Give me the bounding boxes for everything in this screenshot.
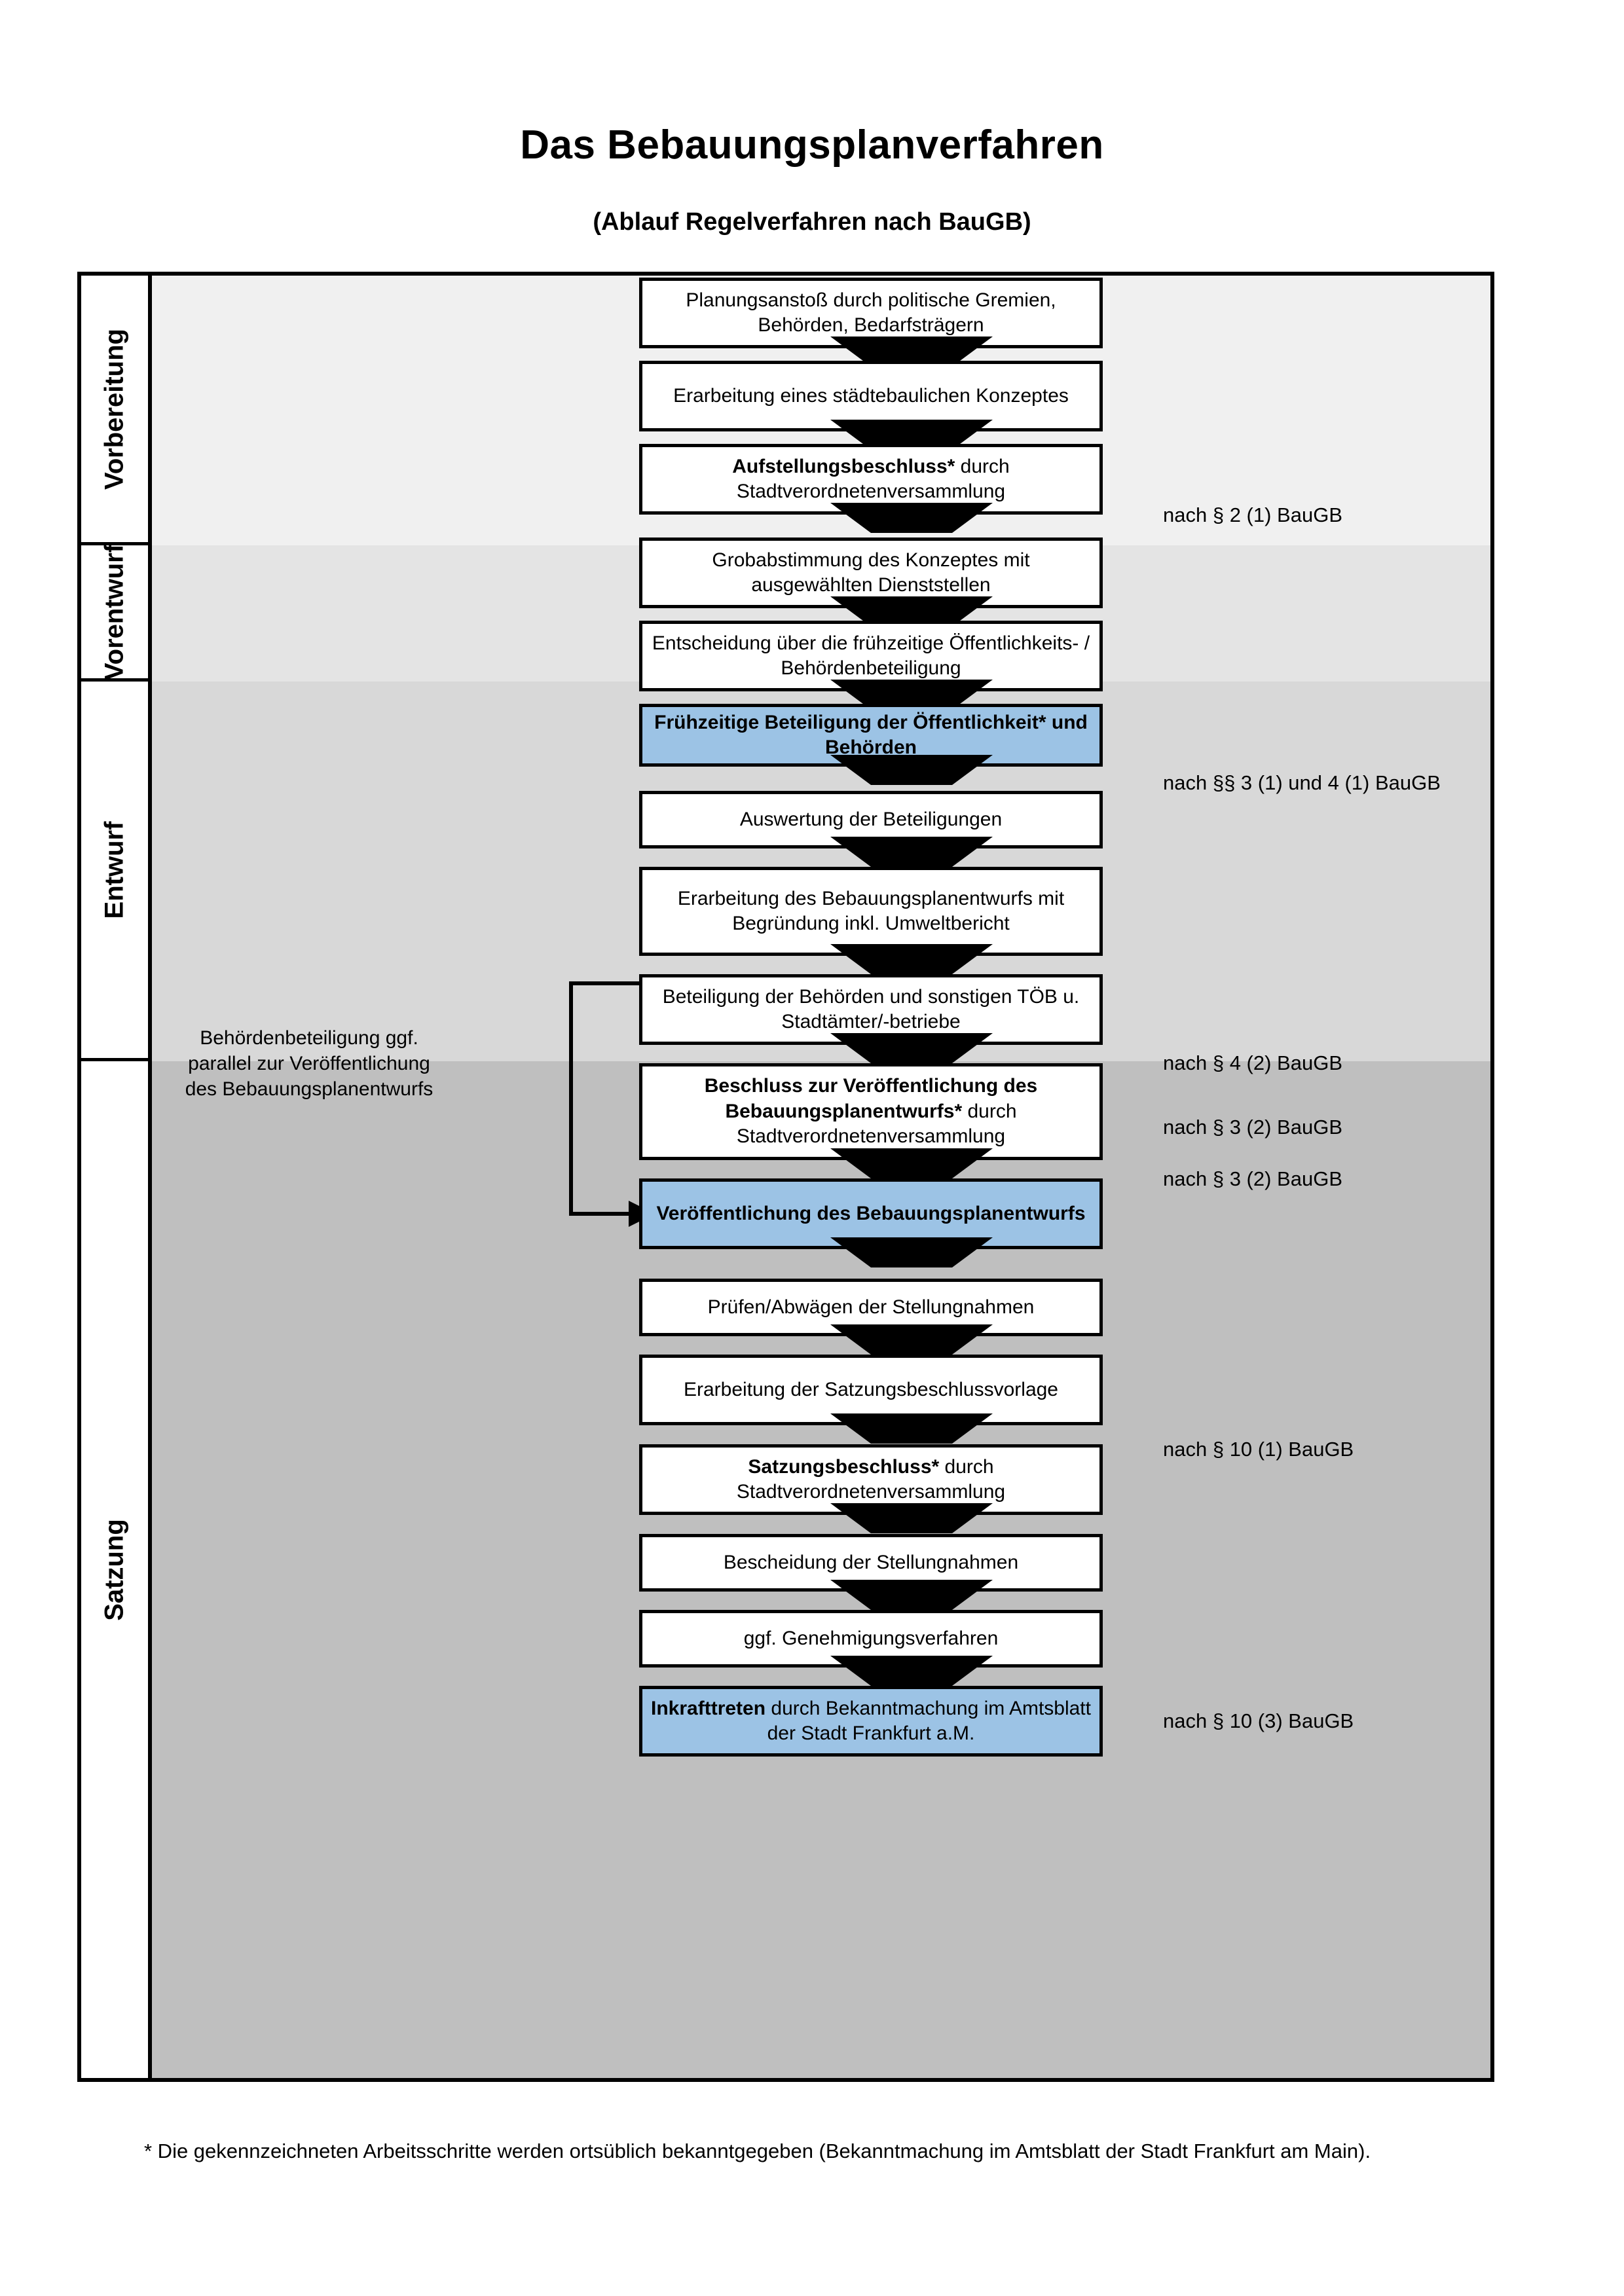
phase-cell-entwurf: Entwurf <box>81 682 148 1061</box>
flow-box-normal-text: Bescheidung der Stellungnahmen <box>723 1551 1019 1573</box>
flow-box-normal-text: Entscheidung über die frühzeitige Öffent… <box>652 632 1090 679</box>
flow-box-text: Frühzeitige Beteiligung der Öffentlichke… <box>649 710 1093 761</box>
flow-box-normal-text: Grobabstimmung des Konzeptes mit ausgewä… <box>712 549 1030 596</box>
flow-arrow-down-2 <box>830 503 993 533</box>
flow-box-inkrafttreten[interactable]: Inkrafttreten durch Bekanntmachung im Am… <box>639 1686 1103 1757</box>
phase-cell-vorentwurf: Vorentwurf <box>81 543 148 682</box>
phase-label-entwurf: Entwurf <box>100 821 129 919</box>
flow-box-text: Erarbeitung eines städtebaulichen Konzep… <box>673 384 1069 409</box>
flow-box-beteiligung-behoerden[interactable]: Beteiligung der Behörden und sonstigen T… <box>639 974 1103 1045</box>
flow-box-bold-text: Veröffentlichung des Bebauungsplanentwur… <box>656 1202 1086 1224</box>
phase-label-vorentwurf: Vorentwurf <box>100 543 129 680</box>
flow-box-text: Entscheidung über die frühzeitige Öffent… <box>649 631 1093 682</box>
flow-box-normal-text: Planungsanstoß durch politische Gremien,… <box>686 289 1056 336</box>
side-note-behoerdenbeteiligung: Behördenbeteiligung ggf. parallel zur Ve… <box>185 1027 434 1100</box>
legal-reference-ref-par4-2: nach § 4 (2) BauGB <box>1163 1051 1342 1074</box>
flow-box-erarbeitung-entwurf[interactable]: Erarbeitung des Bebauungsplanentwurfs mi… <box>639 867 1103 956</box>
page-subtitle: (Ablauf Regelverfahren nach BauGB) <box>593 208 1031 236</box>
flow-box-bescheidung[interactable]: Bescheidung der Stellungnahmen <box>639 1534 1103 1592</box>
flow-arrow-down-8 <box>830 1033 993 1063</box>
flow-arrow-down-6 <box>830 837 993 867</box>
flow-arrow-down-15 <box>830 1656 993 1686</box>
flow-arrow-down-7 <box>830 944 993 974</box>
phase-bands-container: Behördenbeteiligung ggf. parallel zur Ve… <box>152 276 1490 2078</box>
flow-box-text: Auswertung der Beteiligungen <box>740 807 1002 832</box>
flow-box-normal-text: ggf. Genehmigungsverfahren <box>743 1627 999 1649</box>
flow-box-text: Veröffentlichung des Bebauungsplanentwur… <box>656 1201 1085 1226</box>
flow-box-fruehzeitige-beteiligung[interactable]: Frühzeitige Beteiligung der Öffentlichke… <box>639 704 1103 767</box>
flow-box-normal-text: Erarbeitung eines städtebaulichen Konzep… <box>673 384 1069 407</box>
flow-box-text: Grobabstimmung des Konzeptes mit ausgewä… <box>649 548 1093 598</box>
flow-box-bold-text: Aufstellungsbeschluss* <box>732 455 955 477</box>
flow-box-beschluss-veroeffentlichung[interactable]: Beschluss zur Veröffentlichung des Bebau… <box>639 1063 1103 1160</box>
flow-box-normal-text: Auswertung der Beteiligungen <box>739 808 1003 830</box>
flow-box-normal-text: Beteiligung der Behörden und sonstigen T… <box>662 985 1080 1032</box>
flow-box-bold-text: Beschluss zur Veröffentlichung des Bebau… <box>704 1075 1038 1122</box>
flow-box-normal-text: durch Stadtverordnetenversammlung <box>736 455 1010 502</box>
flow-box-text: Beschluss zur Veröffentlichung des Bebau… <box>649 1074 1093 1149</box>
flow-arrow-down-12 <box>830 1413 993 1444</box>
flow-box-bold-text: Inkrafttreten <box>651 1697 766 1719</box>
flow-box-text: Inkrafttreten durch Bekanntmachung im Am… <box>649 1696 1093 1747</box>
phase-label-satzung: Satzung <box>100 1518 129 1621</box>
flow-box-text: Erarbeitung der Satzungsbeschlussvorlage <box>684 1377 1058 1402</box>
flow-arrow-down-13 <box>830 1503 993 1533</box>
flow-box-text: Prüfen/Abwägen der Stellungnahmen <box>708 1295 1035 1320</box>
flow-box-planungsanstoss[interactable]: Planungsanstoß durch politische Gremien,… <box>639 278 1103 348</box>
flow-box-text: Aufstellungsbeschluss* durch Stadtverord… <box>649 454 1093 505</box>
flow-box-text: Beteiligung der Behörden und sonstigen T… <box>649 985 1093 1035</box>
flow-arrow-down-14 <box>830 1580 993 1610</box>
flow-box-normal-text: Erarbeitung des Bebauungsplanentwurfs mi… <box>677 887 1065 934</box>
flow-box-text: Bescheidung der Stellungnahmen <box>724 1550 1018 1575</box>
phase-cell-satzung: Satzung <box>81 1061 148 2078</box>
flow-box-satzungsbeschlussvorlage[interactable]: Erarbeitung der Satzungsbeschlussvorlage <box>639 1355 1103 1425</box>
legal-reference-ref-par3-4-1: nach §§ 3 (1) und 4 (1) BauGB <box>1163 771 1441 794</box>
flow-box-bold-text: Satzungsbeschluss* <box>748 1455 940 1478</box>
flow-box-normal-text: durch Stadtverordnetenversammlung <box>736 1100 1017 1148</box>
flow-box-text: ggf. Genehmigungsverfahren <box>744 1626 999 1651</box>
legal-reference-ref-par10-1: nach § 10 (1) BauGB <box>1163 1438 1354 1461</box>
legal-reference-ref-par3-2-b: nach § 3 (2) BauGB <box>1163 1167 1342 1190</box>
flow-box-text: Planungsanstoß durch politische Gremien,… <box>649 288 1093 338</box>
page-title: Das Bebauungsplanverfahren <box>520 122 1104 168</box>
flow-arrow-down-5 <box>830 755 993 785</box>
legal-reference-ref-par10-3: nach § 10 (3) BauGB <box>1163 1709 1354 1732</box>
flow-box-text: Satzungsbeschluss* durch Stadtverordnete… <box>649 1455 1093 1505</box>
flow-arrow-down-11 <box>830 1324 993 1355</box>
flow-box-text: Erarbeitung des Bebauungsplanentwurfs mi… <box>649 886 1093 937</box>
flow-box-normal-text: Erarbeitung der Satzungsbeschlussvorlage <box>683 1378 1058 1400</box>
flow-box-grobabstimmung[interactable]: Grobabstimmung des Konzeptes mit ausgewä… <box>639 538 1103 608</box>
flow-box-normal-text: durch Stadtverordnetenversammlung <box>736 1455 1006 1503</box>
flow-arrow-down-9 <box>830 1148 993 1178</box>
flow-arrow-down-10 <box>830 1237 993 1267</box>
footnote: * Die gekennzeichneten Arbeitsschritte w… <box>144 2140 1371 2162</box>
flow-box-bold-text: Frühzeitige Beteiligung der Öffentlichke… <box>654 711 1088 758</box>
flow-box-normal-text: durch Bekanntmachung im Amtsblatt der St… <box>766 1697 1091 1744</box>
legal-reference-ref-par3-2-a: nach § 3 (2) BauGB <box>1163 1116 1342 1139</box>
flow-box-normal-text: Prüfen/Abwägen der Stellungnahmen <box>707 1296 1035 1318</box>
phase-label-vorbereitung: Vorbereitung <box>100 328 129 490</box>
phase-cell-vorbereitung: Vorbereitung <box>81 276 148 545</box>
legal-reference-ref-par2-1: nach § 2 (1) BauGB <box>1163 503 1342 526</box>
